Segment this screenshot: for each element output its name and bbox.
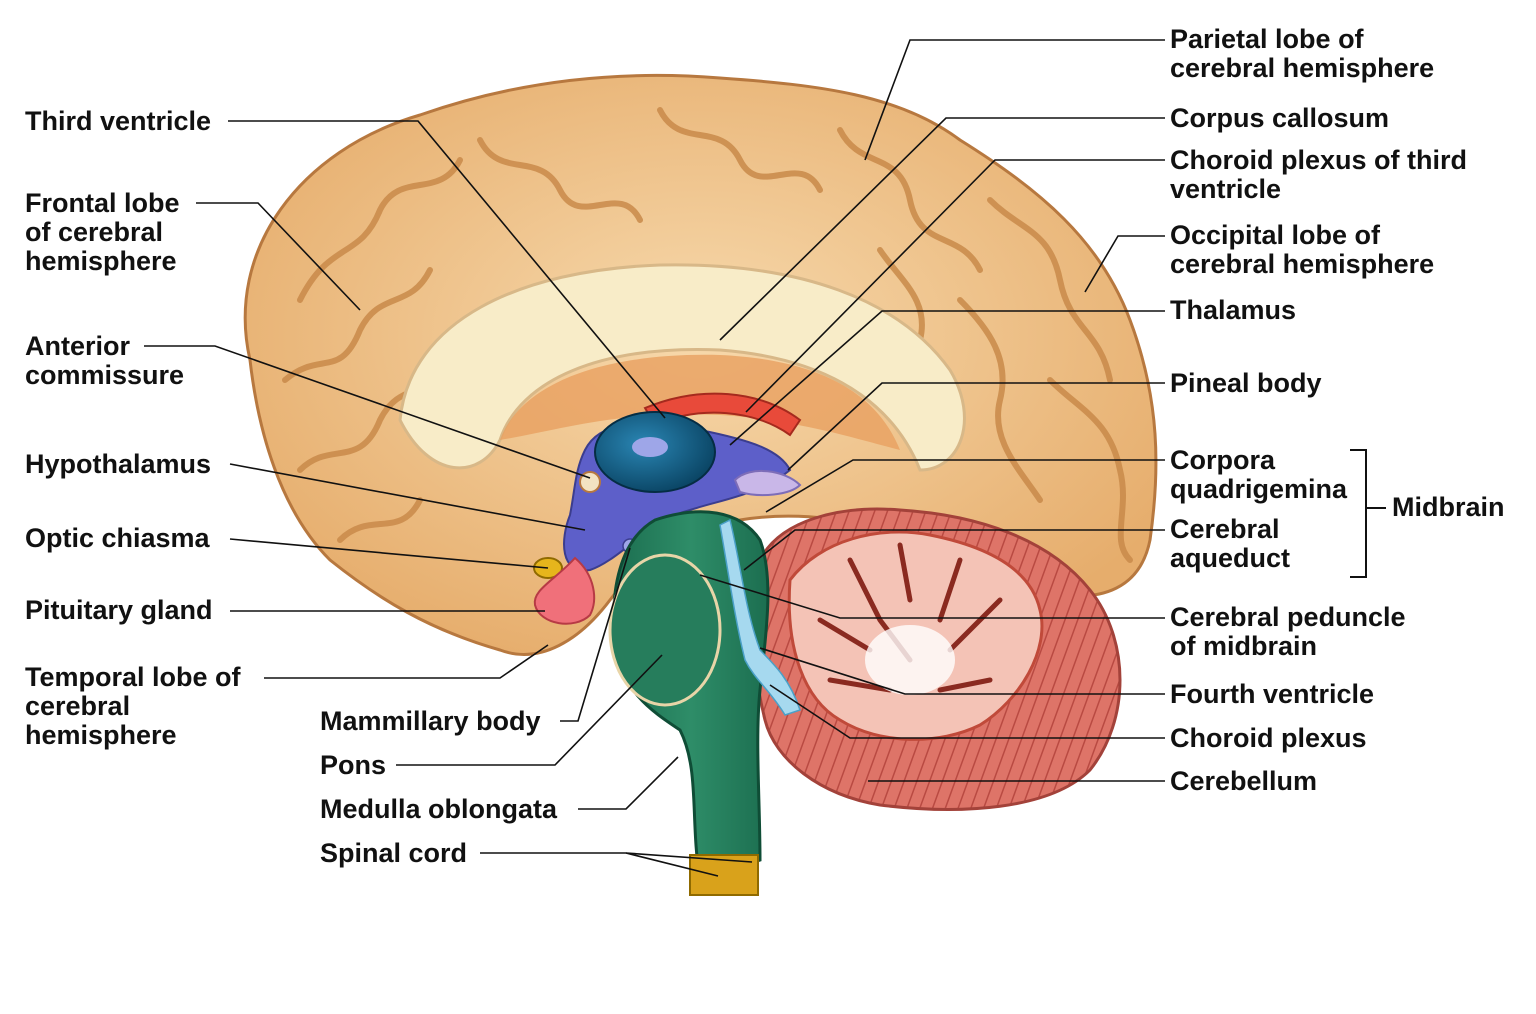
label-pineal-body: Pineal body: [1170, 368, 1322, 398]
label-line: Thalamus: [1170, 295, 1296, 325]
label-line: Cerebellum: [1170, 766, 1317, 796]
label-line: aqueduct: [1170, 543, 1290, 573]
label-pons: Pons: [320, 750, 386, 780]
label-line: Cerebral: [1170, 514, 1280, 544]
label-line: Corpus callosum: [1170, 103, 1389, 133]
label-line: cerebral hemisphere: [1170, 53, 1434, 83]
label-line: Occipital lobe of: [1170, 220, 1381, 250]
midbrain-bracket: [1350, 449, 1386, 578]
label-cerebellum: Cerebellum: [1170, 766, 1317, 796]
label-line: Corpora: [1170, 445, 1276, 475]
label-hypothalamus: Hypothalamus: [25, 449, 211, 479]
label-line: ventricle: [1170, 174, 1281, 204]
label-line: Pineal body: [1170, 368, 1322, 398]
label-line: Anterior: [25, 331, 131, 361]
label-line: Parietal lobe of: [1170, 24, 1365, 54]
pituitary-gland-shape: [533, 556, 596, 625]
arbor-vitae-core: [865, 625, 955, 695]
label-third-ventricle: Third ventricle: [25, 106, 211, 136]
label-line: hemisphere: [25, 720, 177, 750]
label-line: cerebral hemisphere: [1170, 249, 1434, 279]
label-line: Mammillary body: [320, 706, 541, 736]
interthalamic-adhesion: [632, 437, 668, 457]
label-line: Hypothalamus: [25, 449, 211, 479]
label-line: of midbrain: [1170, 631, 1317, 661]
label-thalamus: Thalamus: [1170, 295, 1296, 325]
label-line: Choroid plexus of third: [1170, 145, 1467, 175]
label-line: Pituitary gland: [25, 595, 213, 625]
choroid-plexus-third-shape: [643, 392, 802, 437]
label-optic-chiasma: Optic chiasma: [25, 523, 211, 553]
label-line: commissure: [25, 360, 184, 390]
label-line: Cerebral peduncle: [1170, 602, 1406, 632]
label-line: Choroid plexus: [1170, 723, 1367, 753]
label-line: hemisphere: [25, 246, 177, 276]
arbor-vitae-branches: [817, 542, 1003, 693]
label-choroid-plexus: Choroid plexus: [1170, 723, 1367, 753]
pineal-body-shape: [733, 469, 802, 497]
label-line: Spinal cord: [320, 838, 467, 868]
label-line: Temporal lobe of: [25, 662, 242, 692]
label-fourth-ventricle: Fourth ventricle: [1170, 679, 1374, 709]
label-mammillary-body: Mammillary body: [320, 706, 541, 736]
label-corpus-callosum: Corpus callosum: [1170, 103, 1389, 133]
aqueduct-shape: [719, 518, 801, 716]
corpus-callosum-shape: [398, 263, 966, 472]
label-line: cerebral: [25, 691, 130, 721]
label-line: Third ventricle: [25, 106, 211, 136]
label-spinal-cord: Spinal cord: [320, 838, 467, 868]
label-medulla-oblongata: Medulla oblongata: [320, 794, 558, 824]
label-line: Medulla oblongata: [320, 794, 558, 824]
pons-shape: [608, 553, 722, 707]
label-line: Pons: [320, 750, 386, 780]
label-line: Optic chiasma: [25, 523, 211, 553]
label-line: quadrigemina: [1170, 474, 1348, 504]
leader-lines-left: [144, 120, 753, 877]
label-line: of cerebral: [25, 217, 163, 247]
leader-lines-right: [699, 39, 1165, 782]
midbrain-label: Midbrain: [1392, 492, 1505, 522]
label-line: Fourth ventricle: [1170, 679, 1374, 709]
label-line: Frontal lobe: [25, 188, 180, 218]
label-pituitary-gland: Pituitary gland: [25, 595, 213, 625]
